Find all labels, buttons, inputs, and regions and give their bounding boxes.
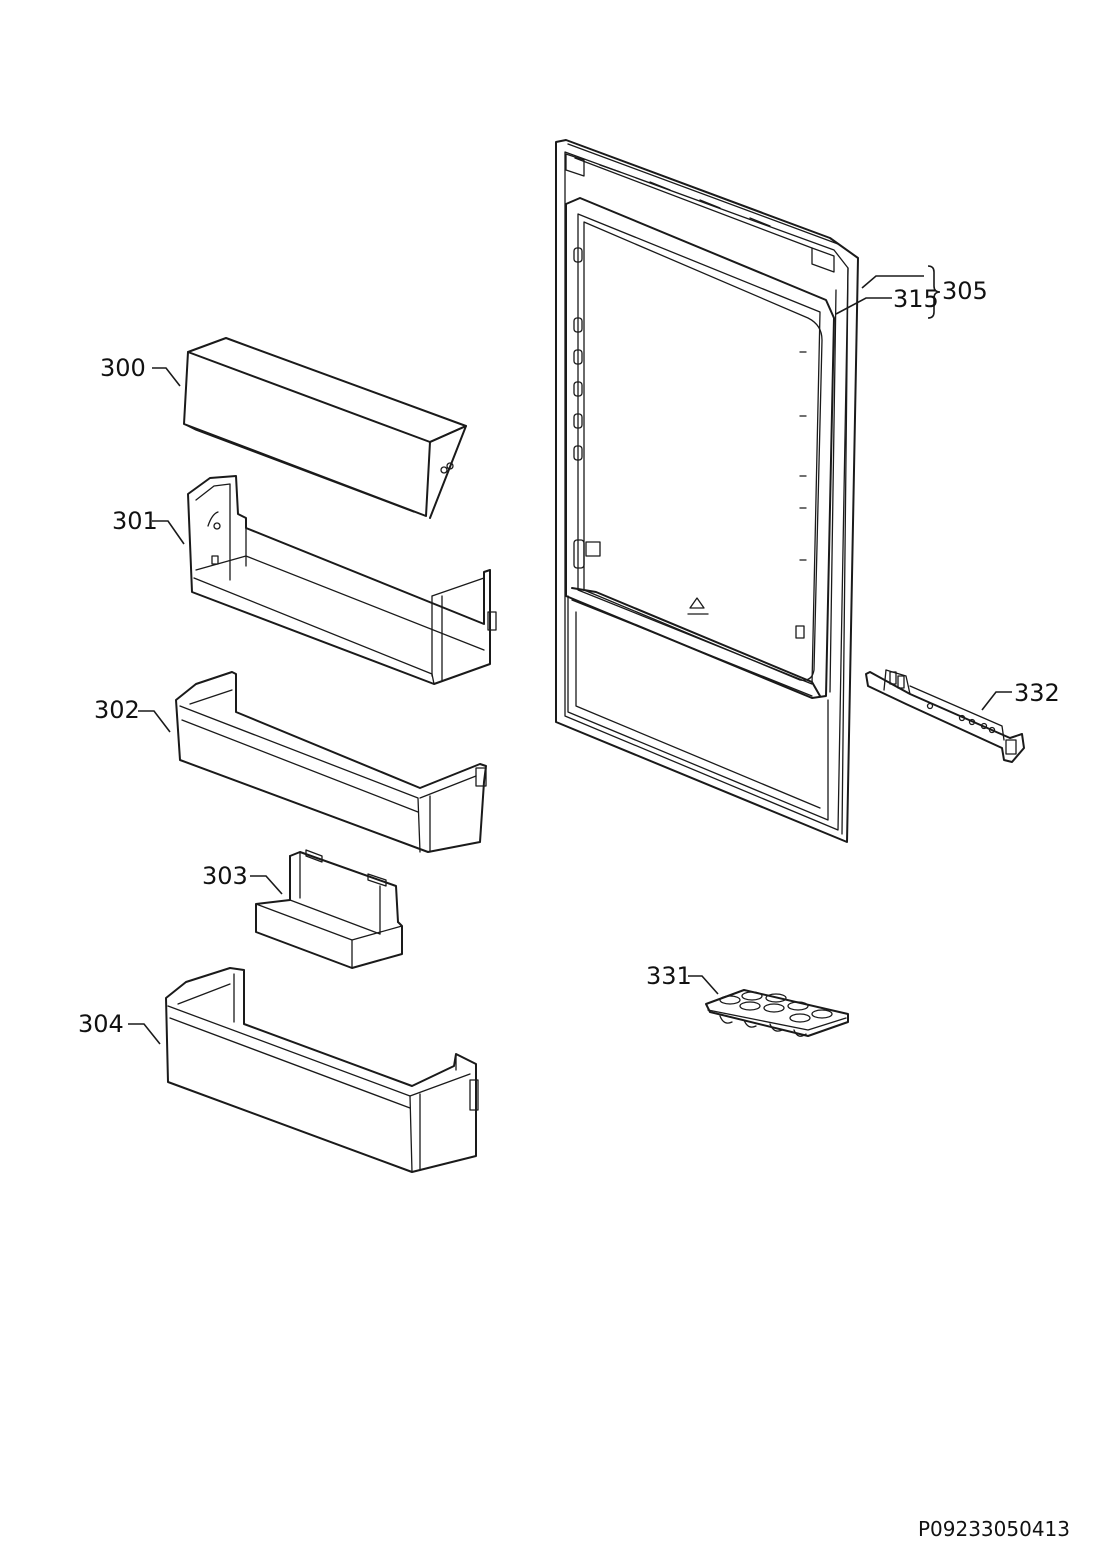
part-332-hinge-bracket (865, 669, 1025, 763)
document-id: P09233050413 (918, 1517, 1070, 1541)
label-315: 315 (893, 285, 939, 313)
label-332: 332 (1014, 679, 1060, 707)
label-305-group: 305 315 (835, 265, 988, 319)
label-331: 331 (646, 962, 692, 990)
door-assembly (555, 139, 859, 843)
part-302-door-bin (175, 671, 487, 853)
leader-332 (981, 691, 1012, 711)
part-303-small-bin (255, 849, 403, 969)
leader-331 (688, 975, 719, 995)
leader-303 (250, 875, 283, 895)
leader-302 (138, 710, 171, 733)
part-304-large-door-bin (165, 967, 479, 1173)
part-300-shelf-cover (183, 337, 467, 519)
part-301-door-shelf (187, 475, 497, 685)
label-301: 301 (112, 507, 158, 535)
label-300: 300 (100, 354, 146, 382)
label-304: 304 (78, 1010, 124, 1038)
label-302: 302 (94, 696, 140, 724)
part-331-egg-tray (705, 989, 849, 1037)
leader-301 (152, 520, 185, 545)
leader-304 (128, 1023, 161, 1045)
leader-300 (152, 367, 181, 387)
label-303: 303 (202, 862, 248, 890)
label-305: 305 (942, 277, 988, 305)
